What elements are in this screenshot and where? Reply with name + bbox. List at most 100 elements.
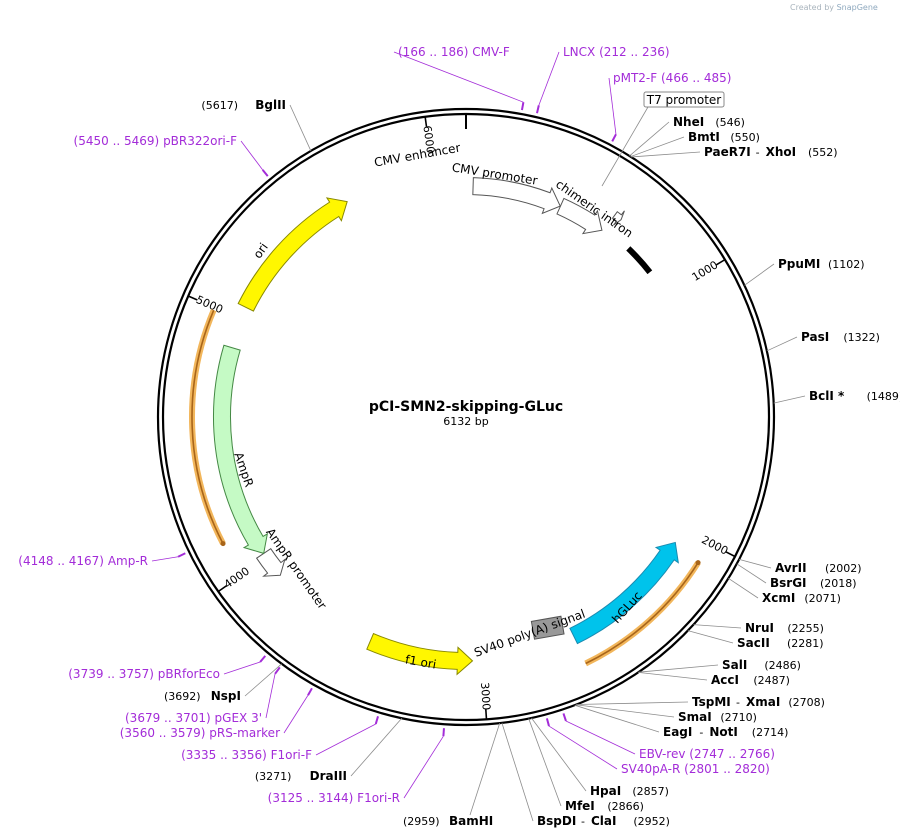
primer-label-pmt2-f[interactable]: pMT2-F (466 .. 485) <box>613 71 731 85</box>
site-name2-noti[interactable]: NotI <box>709 725 738 739</box>
primer-pbrforeco[interactable]: (3739 .. 3757) pBRforEco <box>68 667 220 681</box>
site-name-acci[interactable]: AccI <box>711 673 739 687</box>
site-name-eagi[interactable]: EagI <box>663 725 692 739</box>
tick-label-4000: 4000 <box>222 564 252 591</box>
site-smai[interactable]: SmaI(2710) <box>678 710 757 724</box>
site-pos-bsrgi: (2018) <box>820 577 857 590</box>
site-name-nhei[interactable]: NheI <box>673 115 704 129</box>
tick-label-1000: 1000 <box>690 258 721 284</box>
site-tspmi[interactable]: TspMI-XmaI(2708) <box>692 695 825 709</box>
site-nhei[interactable]: NheI(546) <box>673 115 745 129</box>
site-name-ppumi[interactable]: PpuMI <box>778 257 820 271</box>
site-name-avrii[interactable]: AvrII <box>775 561 807 575</box>
orange-arcs <box>189 308 701 667</box>
site-name2-xmai[interactable]: XmaI <box>746 695 780 709</box>
primer-cmv-f[interactable]: (166 .. 186) CMV-F <box>398 45 510 59</box>
primer-label-amp-r[interactable]: (4148 .. 4167) Amp-R <box>18 554 148 568</box>
site-name-hpai[interactable]: HpaI <box>590 784 621 798</box>
site-paer7i[interactable]: PaeR7I-XhoI(552) <box>704 145 838 159</box>
site-name-nspi[interactable]: NspI <box>211 689 241 703</box>
leader-pasi <box>766 336 798 352</box>
site-eagi[interactable]: EagI-NotI(2714) <box>663 725 788 739</box>
primer-label-pbrforeco[interactable]: (3739 .. 3757) pBRforEco <box>68 667 220 681</box>
primer-lncx[interactable]: LNCX (212 .. 236) <box>563 45 670 59</box>
primer-pbr322ori-f[interactable]: (5450 .. 5469) pBR322ori-F <box>74 134 238 148</box>
primer-label-f1ori-r[interactable]: (3125 .. 3144) F1ori-R <box>268 791 400 805</box>
primer-name: pBRforEco <box>158 667 220 681</box>
primer-name: SV40pA-R <box>621 762 680 776</box>
site-name-xcmi[interactable]: XcmI <box>762 591 795 605</box>
site-dash: - <box>581 815 585 828</box>
site-bspdi[interactable]: BspDI-ClaI(2952) <box>537 814 670 828</box>
primer-leader-f1ori-f <box>315 723 376 756</box>
tick-mark-6000 <box>424 116 428 127</box>
site-ppumi[interactable]: PpuMI (1102) <box>778 257 865 271</box>
site-nspi[interactable]: NspI(3692) <box>164 689 241 703</box>
site-name-bsrgi[interactable]: BsrGI <box>770 576 807 590</box>
primer-sv40pa-r[interactable]: SV40pA-R (2801 .. 2820) <box>621 762 770 776</box>
leader-draiii <box>350 717 403 777</box>
site-bamhi[interactable]: (2959)BamHI <box>403 814 493 828</box>
leader-bglii <box>289 104 312 152</box>
site-sali[interactable]: SalI(2486) <box>722 658 801 672</box>
primer-label-pgex-3[interactable]: (3679 .. 3701) pGEX 3' <box>125 711 262 725</box>
primer-label-cmv-f[interactable]: (166 .. 186) CMV-F <box>398 45 510 59</box>
primer-leader-pgex-3 <box>265 673 276 719</box>
site-mfei[interactable]: MfeI(2866) <box>565 799 644 813</box>
site-hpai[interactable]: HpaI(2857) <box>590 784 669 798</box>
site-xcmi[interactable]: XcmI(2071) <box>762 591 841 605</box>
primer-prs-marker[interactable]: (3560 .. 3579) pRS-marker <box>120 726 280 740</box>
site-acci[interactable]: AccI(2487) <box>711 673 790 687</box>
site-name2-xhoi[interactable]: XhoI <box>766 145 797 159</box>
primer-label-ebv-rev[interactable]: EBV-rev (2747 .. 2766) <box>639 747 775 761</box>
site-pos-ppumi: (1102) <box>828 258 865 271</box>
primer-pmt2-f[interactable]: pMT2-F (466 .. 485) <box>613 71 731 85</box>
site-avrii[interactable]: AvrII (2002) <box>775 561 862 575</box>
site-bglii[interactable]: BglII(5617) <box>201 98 286 112</box>
primer-range: (3679 .. 3701) <box>125 711 211 725</box>
primer-range: (166 .. 186) <box>398 45 468 59</box>
site-name-paer7i[interactable]: PaeR7I <box>704 145 751 159</box>
primer-label-lncx[interactable]: LNCX (212 .. 236) <box>563 45 670 59</box>
label-leaders <box>151 51 806 822</box>
primer-label-prs-marker[interactable]: (3560 .. 3579) pRS-marker <box>120 726 280 740</box>
site-bsrgi[interactable]: BsrGI (2018) <box>770 576 857 590</box>
site-sacii[interactable]: SacII(2281) <box>737 636 824 650</box>
site-bcli[interactable]: BclI *(1489) <box>809 389 900 403</box>
site-name2-clai[interactable]: ClaI <box>591 814 616 828</box>
primer-amp-r[interactable]: (4148 .. 4167) Amp-R <box>18 554 148 568</box>
leader-nrui <box>693 624 742 629</box>
leader-t7 <box>601 106 649 187</box>
site-name-tspmi[interactable]: TspMI <box>692 695 731 709</box>
primer-range: (3335 .. 3356) <box>181 748 267 762</box>
primer-ebv-rev[interactable]: EBV-rev (2747 .. 2766) <box>639 747 775 761</box>
primer-pgex-3[interactable]: (3679 .. 3701) pGEX 3' <box>125 711 262 725</box>
site-name-bspdi[interactable]: BspDI <box>537 814 576 828</box>
site-name-nrui[interactable]: NruI <box>745 621 774 635</box>
site-nrui[interactable]: NruI (2255) <box>745 621 824 635</box>
site-name-pasi[interactable]: PasI <box>801 330 829 344</box>
primer-f1ori-r[interactable]: (3125 .. 3144) F1ori-R <box>268 791 400 805</box>
site-pos-avrii: (2002) <box>825 562 862 575</box>
site-draiii[interactable]: DraIII (3271) <box>255 769 347 783</box>
primer-label-f1ori-f[interactable]: (3335 .. 3356) F1ori-F <box>181 748 312 762</box>
site-name-bmti[interactable]: BmtI <box>688 130 720 144</box>
site-name-sali[interactable]: SalI <box>722 658 747 672</box>
site-name-bglii[interactable]: BglII <box>255 98 286 112</box>
site-name-sacii[interactable]: SacII <box>737 636 770 650</box>
site-pos-draiii: (3271) <box>255 770 292 783</box>
feature-label-cmv-enhancer: CMV enhancer <box>373 141 461 170</box>
primer-mark-cmv-f <box>520 102 525 111</box>
site-pasi[interactable]: PasI(1322) <box>801 330 880 344</box>
site-pos-nrui: (2255) <box>787 622 824 635</box>
site-name-bamhi[interactable]: BamHI <box>449 814 493 828</box>
tick-mark-4000 <box>217 585 227 593</box>
site-bmti[interactable]: BmtI(550) <box>688 130 760 144</box>
site-name-draiii[interactable]: DraIII <box>310 769 347 783</box>
site-name-bcli[interactable]: BclI * <box>809 389 845 403</box>
primer-label-pbr322ori-f[interactable]: (5450 .. 5469) pBR322ori-F <box>74 134 238 148</box>
site-name-smai[interactable]: SmaI <box>678 710 712 724</box>
primer-label-sv40pa-r[interactable]: SV40pA-R (2801 .. 2820) <box>621 762 770 776</box>
site-name-mfei[interactable]: MfeI <box>565 799 595 813</box>
primer-f1ori-f[interactable]: (3335 .. 3356) F1ori-F <box>181 748 312 762</box>
